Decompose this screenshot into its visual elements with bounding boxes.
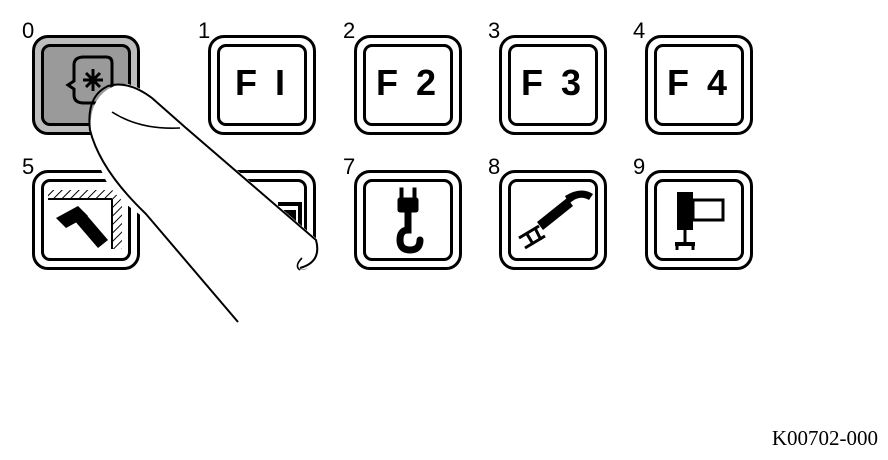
boom-arm-icon xyxy=(518,190,593,250)
key-number-8: 8 xyxy=(488,154,501,179)
key-number-4: 4 xyxy=(633,18,646,43)
drill-rig-icon xyxy=(675,192,725,250)
key-f2-label: F 2 xyxy=(375,62,440,103)
key-f1-button[interactable]: F I xyxy=(208,35,316,135)
key-f1-label: F I xyxy=(235,62,289,103)
key-number-7: 7 xyxy=(343,154,356,179)
key-f3-button[interactable]: F 3 xyxy=(499,35,607,135)
key-number-2: 2 xyxy=(343,18,356,43)
key-number-1: 1 xyxy=(198,18,211,43)
key-0-button[interactable] xyxy=(32,35,140,135)
asterisk-face-icon xyxy=(65,55,114,105)
hammer-corner-icon xyxy=(48,190,122,249)
key-number-3: 3 xyxy=(488,18,501,43)
key-number-5: 5 xyxy=(22,154,35,179)
key-f4-label: F 4 xyxy=(666,62,731,103)
key-number-0: 0 xyxy=(22,18,35,43)
key-f4-button[interactable]: F 4 xyxy=(645,35,753,135)
key-9-button[interactable] xyxy=(645,170,753,270)
key-f2-button[interactable]: F 2 xyxy=(354,35,462,135)
key-8-button[interactable] xyxy=(499,170,607,270)
key-f3-label: F 3 xyxy=(520,62,585,103)
crane-hook-icon xyxy=(396,187,424,254)
key-number-9: 9 xyxy=(633,154,646,179)
key-5-button[interactable] xyxy=(32,170,140,270)
key-7-button[interactable] xyxy=(354,170,462,270)
figure-code: K00702-000 xyxy=(771,426,878,450)
key-6-button[interactable] xyxy=(208,170,316,270)
partially-hidden-icon xyxy=(278,202,302,228)
